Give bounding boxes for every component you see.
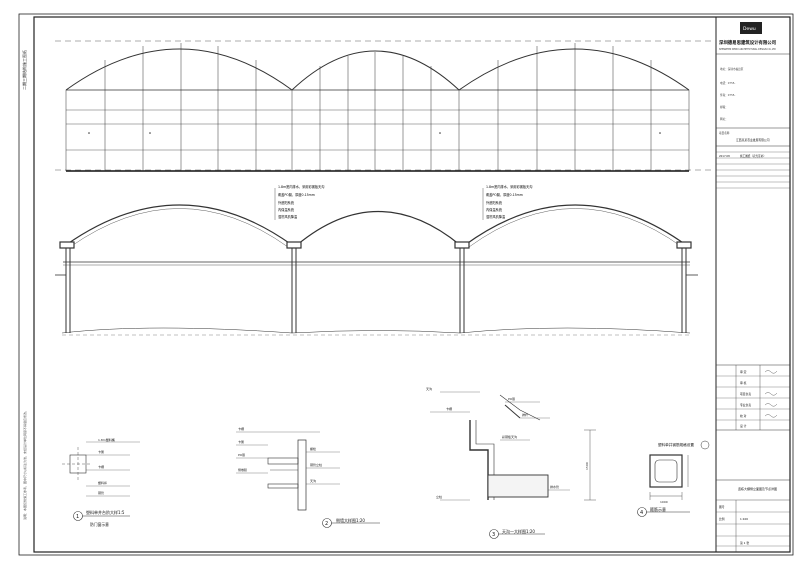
detail-1-label-3: 卡槽 <box>98 464 104 469</box>
title-block: Dewu 深圳德易思建筑设计有限公司 SHENZHEN DEWU ARCHITE… <box>716 22 790 552</box>
callout-right-1: 1.8m宽内排水，采用彩钢板天沟 <box>486 184 532 189</box>
detail-3-label-6: 排水管 <box>550 484 559 489</box>
arch-top-2 <box>291 50 460 91</box>
company-name-en: SHENZHEN DEWU ARCHITECTURAL DESIGN CO.,L… <box>719 48 776 51</box>
detail-2-label-6: 钢管立柱 <box>310 462 322 467</box>
detail-4-subtitle: 箍筋示意 <box>650 506 666 512</box>
detail-2: 卡槽 卡簧 PO膜 侧卷膜 螺栓 钢管立柱 天沟 2 侧墙大样图1:20 <box>236 426 380 528</box>
detail-1: 1.8m塑料桶 卡簧 卡槽 塑料棒 钢管 1 塑料单井台阶大样1:5 防门窗示意 <box>62 437 140 527</box>
detail-2-label-3: PO膜 <box>238 452 245 457</box>
arch-mid-2 <box>296 210 461 246</box>
detail-2-title: 侧墙大样图1:20 <box>336 517 365 523</box>
detail-2-label-5: 螺栓 <box>310 446 316 451</box>
drawing-title: 连栋大棚侧立面图及节点详图 <box>738 486 777 491</box>
callout-left-3: 外遮阳系统 <box>278 200 295 205</box>
detail-3-label-7: 立柱 <box>436 494 442 499</box>
scale-value: 1:100 <box>740 517 748 521</box>
detail-2-label-4: 侧卷膜 <box>238 467 247 472</box>
margin-notes: 说明：本图仅供施工参考，图中尺寸以标注为准，未经设计单位同意不得擅自修改。 <box>22 409 27 520</box>
gutter-1 <box>59 241 75 249</box>
logo-text: Dewu <box>743 26 756 32</box>
gutter-2 <box>286 241 302 249</box>
callout-left: 1.8m宽内排水，采用彩钢板天沟 覆盖PO膜，厚度0.15mm 外遮阳系统 内保… <box>274 184 324 220</box>
detail-1-label-4: 塑料棒 <box>98 480 107 485</box>
detail-3-label-4: 拱杆 <box>522 412 528 417</box>
detail-3-label-3: 卡槽 <box>446 406 452 411</box>
gutter-3 <box>454 241 470 249</box>
company-name-cn: 深圳德易思建筑设计有限公司 <box>719 39 776 46</box>
role-1: 审 定 <box>740 370 747 374</box>
svg-text:传真：0755-: 传真：0755- <box>720 93 735 97</box>
detail-4-num: 4 <box>640 510 643 516</box>
detail-1-num: 1 <box>76 514 79 520</box>
date: 2017.08 <box>719 154 730 158</box>
role-6: 设 计 <box>740 424 747 428</box>
scale-label: 比例 <box>719 517 725 521</box>
arch-mid-1 <box>65 204 293 246</box>
company-info: 地址：深圳市福田区 电话：0755- 传真：0755- 邮箱： 网址： <box>720 67 744 121</box>
detail-3-label-1: 天沟 <box>426 386 432 391</box>
svg-text:电话：0755-: 电话：0755- <box>720 81 735 85</box>
detail-3-dim: 1500 <box>585 462 589 470</box>
callout-right-5: 湿帘风机降温 <box>486 214 506 219</box>
role-5: 校 对 <box>740 414 747 418</box>
callout-right: 1.8m宽内排水，采用彩钢板天沟 覆盖PO膜，厚度0.15mm 外遮阳系统 内保… <box>482 184 532 220</box>
svg-text:网址：: 网址： <box>720 117 728 121</box>
inner-border <box>33 16 791 553</box>
project-label: 项目名称 <box>719 131 730 135</box>
drawing-no-label: 图号 <box>719 505 725 509</box>
detail-1-label-1: 1.8m塑料桶 <box>98 437 115 442</box>
callout-right-4: 内保温系统 <box>486 207 503 212</box>
client-name: 江西某某农业发展有限公司 <box>736 138 770 142</box>
detail-3: 天沟 PO膜 卡槽 拱杆 彩钢板天沟 排水管 立柱 1500 3 天沟一大样图1… <box>426 386 596 539</box>
role-4: 专业负责 <box>740 403 751 407</box>
detail-1-label-5: 钢管 <box>98 490 104 495</box>
callout-left-1: 1.8m宽内排水，采用彩钢板天沟 <box>278 184 324 189</box>
detail-3-label-5: 彩钢板天沟 <box>502 434 517 439</box>
detail-1-subtitle: 防门窗示意 <box>90 522 109 527</box>
top-elevation <box>55 40 712 172</box>
arch-mid-3 <box>464 204 687 246</box>
arch-top-3 <box>458 48 690 91</box>
callout-left-2: 覆盖PO膜，厚度0.15mm <box>278 192 315 197</box>
callout-left-4: 内保温系统 <box>278 207 295 212</box>
section-view <box>55 204 698 336</box>
signatures <box>764 370 778 418</box>
detail-2-label-2: 卡簧 <box>238 439 244 444</box>
gutter-4 <box>676 241 692 249</box>
detail-1-title: 塑料单井台阶大样1:5 <box>86 509 125 515</box>
arch-top-1 <box>65 48 293 91</box>
detail-4: 塑料单井钢筋规格设置 1000 4 箍筋示意 <box>637 440 710 517</box>
detail-4-title: 塑料单井钢筋规格设置 <box>658 442 694 447</box>
callout-right-3: 外遮阳系统 <box>486 200 503 205</box>
company-logo <box>740 22 762 34</box>
detail-4-dim: 1000 <box>660 500 668 504</box>
role-2: 审 核 <box>740 381 747 385</box>
svg-text:地址：深圳市福田区: 地址：深圳市福田区 <box>720 67 744 71</box>
outer-border <box>18 13 794 556</box>
sheet-label: 第 1 张 <box>740 541 749 545</box>
role-3: 项目负责 <box>740 392 751 396</box>
detail-3-title: 天沟一大样图1:20 <box>502 528 535 534</box>
detail-2-label-1: 卡槽 <box>238 426 244 431</box>
callout-right-2: 覆盖PO膜，厚度0.15mm <box>486 192 523 197</box>
detail-2-num: 2 <box>325 521 328 527</box>
svg-text:邮箱：: 邮箱： <box>720 105 728 109</box>
stage: 施工图纸（农光互补） <box>740 154 766 158</box>
margin-title: 二期三期结构施工图纸 <box>21 50 27 90</box>
callout-left-5: 湿帘风机降温 <box>278 214 298 219</box>
detail-2-label-7: 天沟 <box>310 478 316 483</box>
detail-3-num: 3 <box>492 532 495 538</box>
detail-1-label-2: 卡簧 <box>98 449 104 454</box>
detail-3-label-2: PO膜 <box>508 396 515 401</box>
